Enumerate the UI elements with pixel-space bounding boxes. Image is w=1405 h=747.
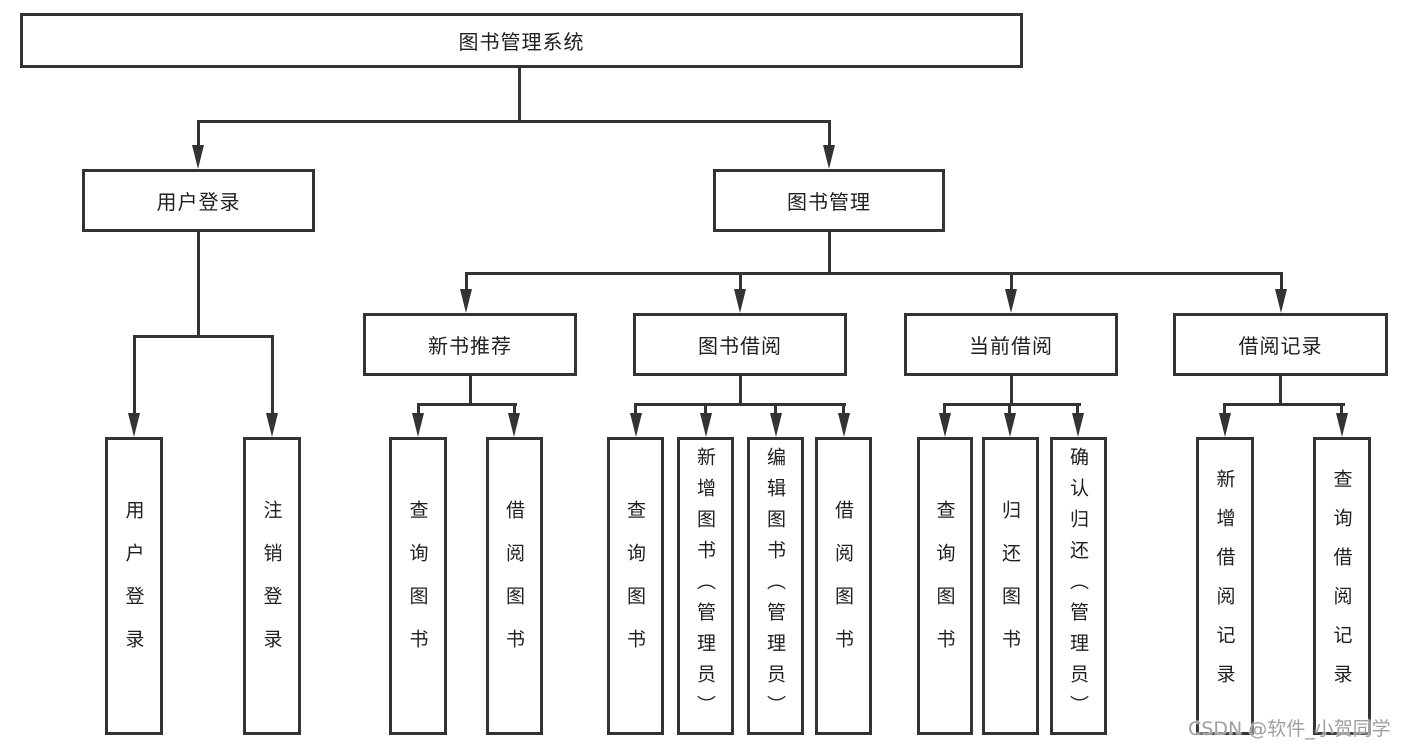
connector-stub <box>513 403 516 417</box>
arrow-to-leaf <box>630 413 642 437</box>
connector-stub <box>1223 403 1226 417</box>
node-label: 编辑图书（管理员） <box>764 446 786 726</box>
connector-stub-leaf-logout <box>271 335 274 417</box>
node-label: 当前借阅 <box>969 334 1053 358</box>
connector-stub-new-book <box>465 272 468 292</box>
arrow-to-leaf <box>508 413 520 437</box>
arrow-to-leaf-logout <box>266 413 278 437</box>
connector-borrow-record-trunk <box>1279 376 1282 406</box>
leaf-bb-borrow-books: 借阅图书 <box>815 437 872 735</box>
connector-stub-borrow-record <box>1280 272 1283 292</box>
node-book-borrow: 图书借阅 <box>633 313 847 376</box>
connector-root-branch <box>197 120 831 123</box>
node-label: 图书管理 <box>787 190 871 214</box>
node-label: 归还图书 <box>999 500 1021 672</box>
connector-current-borrow-branch <box>944 403 1081 406</box>
connector-new-book-trunk <box>469 376 472 406</box>
node-borrow-record: 借阅记录 <box>1173 313 1388 376</box>
arrow-to-new-book <box>460 289 472 313</box>
leaf-br-query-record: 查询借阅记录 <box>1313 437 1371 735</box>
node-system-root: 图书管理系统 <box>20 13 1023 68</box>
node-label: 注销登录 <box>260 500 283 672</box>
leaf-nb-borrow-books: 借阅图书 <box>486 437 543 735</box>
connector-stub-current-borrow <box>1010 272 1013 292</box>
connector-stub-user-login <box>197 120 200 148</box>
connector-root-trunk <box>518 68 521 123</box>
connector-book-mgmt-trunk <box>828 232 831 275</box>
node-label: 新书推荐 <box>428 334 512 358</box>
arrow-to-leaf <box>770 413 782 437</box>
node-new-book-recommend: 新书推荐 <box>363 313 577 376</box>
node-label: 查询图书 <box>624 500 646 672</box>
node-label: 借阅图书 <box>503 500 525 672</box>
node-label: 新增借阅记录 <box>1213 469 1236 703</box>
connector-stub-leaf-login <box>133 335 136 417</box>
connector-user-login-trunk <box>197 232 200 338</box>
node-label: 借阅记录 <box>1238 334 1323 358</box>
leaf-br-add-record: 新增借阅记录 <box>1196 437 1254 735</box>
csdn-watermark: CSDN @软件_小贺同学 <box>1188 718 1391 740</box>
connector-user-login-branch <box>133 335 274 338</box>
arrow-to-user-login <box>192 145 204 169</box>
connector-stub <box>842 403 845 417</box>
leaf-user-login: 用户登录 <box>105 437 163 735</box>
leaf-cb-return-books: 归还图书 <box>982 437 1039 735</box>
node-label: 用户登录 <box>156 190 241 214</box>
arrow-to-leaf-login <box>128 413 140 437</box>
node-label: 查询借阅记录 <box>1330 469 1353 703</box>
node-book-mgmt: 图书管理 <box>713 169 945 232</box>
arrow-to-leaf <box>1336 413 1348 437</box>
leaf-nb-query-books: 查询图书 <box>389 437 447 735</box>
node-label: 新增图书（管理员） <box>694 446 716 726</box>
node-label: 图书管理系统 <box>458 30 585 54</box>
arrow-to-borrow-record <box>1275 289 1287 313</box>
connector-stub <box>1340 403 1343 417</box>
connector-stub <box>774 403 777 417</box>
connector-stub-book-borrow <box>739 272 742 292</box>
arrow-to-leaf <box>1072 413 1084 437</box>
node-label: 图书借阅 <box>698 334 782 358</box>
connector-stub <box>417 403 420 417</box>
leaf-bb-add-books-admin: 新增图书（管理员） <box>677 437 734 735</box>
leaf-cb-query-books: 查询图书 <box>917 437 973 735</box>
arrow-to-leaf <box>412 413 424 437</box>
arrow-to-leaf <box>700 413 712 437</box>
arrow-to-leaf <box>1219 413 1231 437</box>
arrow-to-current-borrow <box>1005 289 1017 313</box>
arrow-to-leaf <box>838 413 850 437</box>
node-user-login: 用户登录 <box>82 169 315 232</box>
connector-stub <box>704 403 707 417</box>
node-label: 用户登录 <box>122 500 145 672</box>
connector-stub <box>1076 403 1079 417</box>
connector-stub-book-mgmt <box>828 120 831 148</box>
node-label: 借阅图书 <box>832 500 854 672</box>
connector-stub <box>943 403 946 417</box>
arrow-to-leaf <box>1004 413 1016 437</box>
node-current-borrow: 当前借阅 <box>904 313 1118 376</box>
connector-new-book-branch <box>417 403 517 406</box>
leaf-bb-query-books: 查询图书 <box>607 437 664 735</box>
leaf-logout: 注销登录 <box>243 437 301 735</box>
node-label: 查询图书 <box>933 500 956 672</box>
arrow-to-book-mgmt <box>823 145 835 169</box>
node-label: 确认归还（管理员） <box>1067 446 1089 726</box>
connector-book-borrow-trunk <box>739 376 742 406</box>
connector-book-borrow-branch <box>634 403 846 406</box>
connector-stub <box>634 403 637 417</box>
arrow-to-leaf <box>939 413 951 437</box>
arrow-to-book-borrow <box>734 289 746 313</box>
connector-current-borrow-trunk <box>1010 376 1013 406</box>
leaf-cb-confirm-return-admin: 确认归还（管理员） <box>1050 437 1107 735</box>
connector-borrow-record-branch <box>1224 403 1345 406</box>
node-label: 查询图书 <box>406 500 429 672</box>
leaf-bb-edit-books-admin: 编辑图书（管理员） <box>747 437 804 735</box>
connector-stub <box>1008 403 1011 417</box>
connector-book-mgmt-branch <box>465 272 1283 275</box>
